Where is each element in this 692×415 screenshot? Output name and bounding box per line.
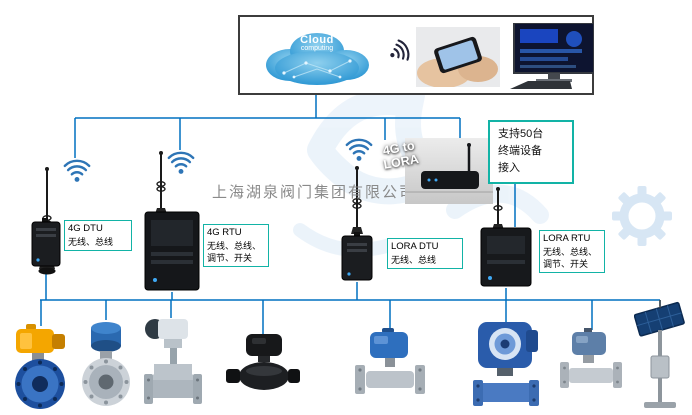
- wifi-icon-4g-rtu: [167, 151, 195, 174]
- control-valve-large-blue-actuator: [473, 322, 539, 406]
- cloud-icon: [266, 33, 369, 85]
- electric-gate-valve: [144, 319, 202, 404]
- solar-panel-station: [634, 300, 685, 408]
- butterfly-valve-yellow-actuator: [15, 324, 65, 409]
- device-title-lora-dtu: LORA DTU: [391, 241, 439, 252]
- capacity-note-line2: 终端设备: [498, 145, 542, 158]
- capacity-note-line1: 支持50台: [498, 128, 544, 140]
- mobile-phone-in-hand-image: [416, 27, 500, 87]
- cloud-computing-image: Cloud computing: [254, 25, 380, 89]
- device-desc-4g-rtu: 无线、总线、调节、开关: [207, 240, 262, 263]
- wifi-signal-icon: [390, 39, 410, 61]
- gear-watermark-icon: [612, 186, 672, 246]
- computer-monitor-image: [510, 23, 594, 89]
- wifi-icon-4g-dtu: [63, 159, 91, 182]
- label-4g-rtu: 4G RTU 无线、总线、调节、开关: [203, 224, 269, 268]
- butterfly-valve-blue-round-actuator: [82, 322, 130, 406]
- device-lora-dtu: [341, 232, 373, 281]
- device-desc-lora-rtu: 无线、总线、调节、开关: [543, 246, 598, 269]
- cloud-platform-panel: Cloud computing: [238, 15, 594, 95]
- flanged-ball-valve-blue-actuator: [355, 328, 425, 394]
- black-electric-ball-valve: [226, 334, 300, 390]
- company-watermark-text: 上海湖泉阀门集团有限公司: [212, 184, 417, 201]
- label-lora-rtu: LORA RTU 无线、总线、调节、开关: [539, 230, 605, 274]
- gateway-router-image: [405, 138, 493, 204]
- capacity-note-line3: 接入: [498, 162, 520, 175]
- device-title-lora-rtu: LORA RTU: [543, 233, 591, 244]
- device-desc-lora-dtu: 无线、总线: [391, 254, 437, 265]
- device-desc-4g-dtu: 无线、总线: [68, 236, 114, 247]
- device-4g-dtu: [31, 218, 61, 267]
- device-lora-rtu: [480, 227, 532, 287]
- label-lora-dtu: LORA DTU 无线、总线: [387, 238, 463, 269]
- device-4g-rtu: [144, 211, 200, 291]
- antenna-4g-rtu: [155, 151, 167, 214]
- terminal-capacity-note: 支持50台 终端设备 接入: [488, 120, 574, 184]
- wifi-icon-lora-dtu: [345, 138, 373, 161]
- label-4g-dtu: 4G DTU 无线、总线: [64, 220, 132, 251]
- device-title-4g-rtu: 4G RTU: [207, 227, 242, 238]
- compact-actuator-ball-valve: [560, 328, 622, 388]
- device-title-4g-dtu: 4G DTU: [68, 223, 103, 234]
